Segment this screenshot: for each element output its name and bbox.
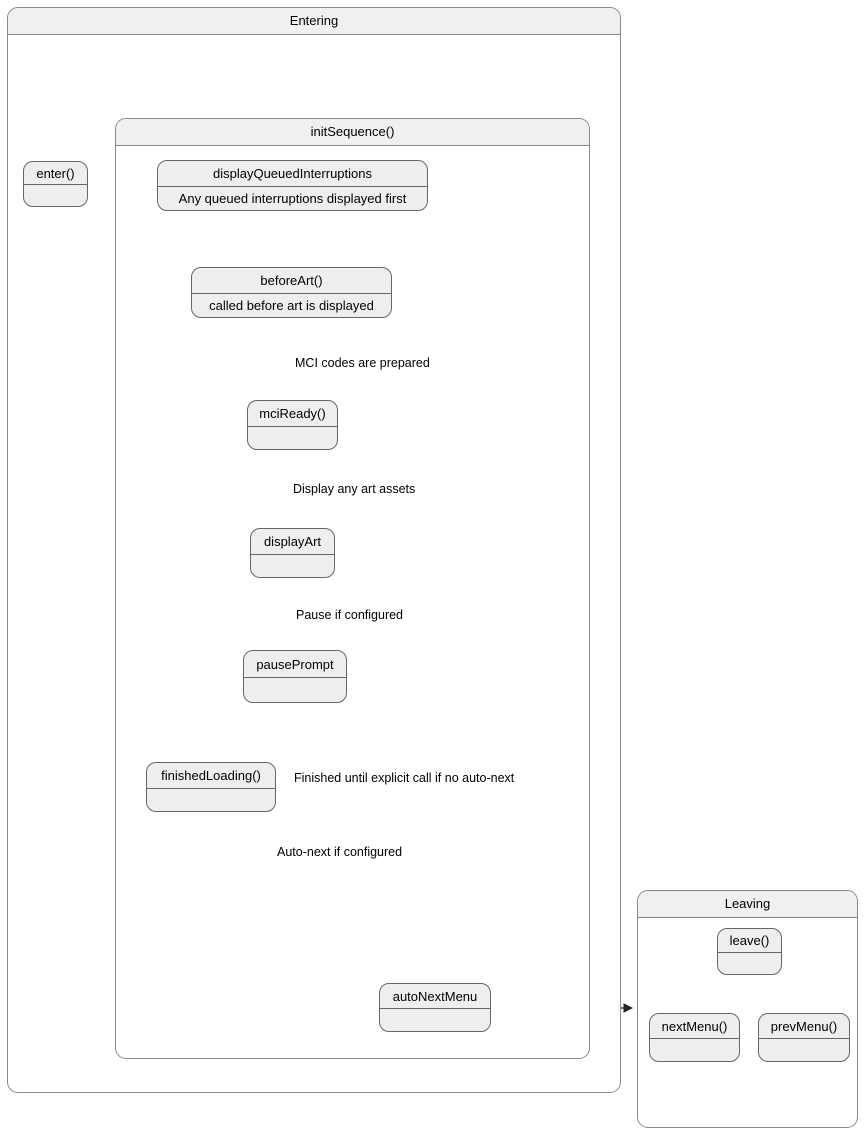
state-display-art[interactable]: displayArt xyxy=(250,528,335,578)
composite-title-entering: Entering xyxy=(8,8,620,35)
edge-label-mci-codes: MCI codes are prepared xyxy=(295,356,430,370)
state-title-prev-menu: prevMenu() xyxy=(759,1014,849,1039)
state-leave[interactable]: leave() xyxy=(717,928,782,975)
state-title-before-art: beforeArt() xyxy=(192,268,391,294)
state-title-mci-ready: mciReady() xyxy=(248,401,337,427)
state-enter[interactable]: enter() xyxy=(23,161,88,207)
state-title-next-menu: nextMenu() xyxy=(650,1014,739,1039)
state-body-finished-loading xyxy=(147,789,275,811)
state-title-enter: enter() xyxy=(24,162,87,185)
edge-label-auto-next: Auto-next if configured xyxy=(277,845,403,859)
state-body-display-art xyxy=(251,555,334,577)
state-title-leave: leave() xyxy=(718,929,781,953)
composite-title-leaving: Leaving xyxy=(638,891,857,918)
state-title-auto-next-menu: autoNextMenu xyxy=(380,984,490,1009)
state-body-display-queued-interruptions: Any queued interruptions displayed first xyxy=(178,191,407,206)
state-finished-loading[interactable]: finishedLoading() xyxy=(146,762,276,812)
state-title-display-art: displayArt xyxy=(251,529,334,555)
state-title-pause-prompt: pausePrompt xyxy=(244,651,346,678)
state-prev-menu[interactable]: prevMenu() xyxy=(758,1013,850,1062)
state-body-pause-prompt xyxy=(244,678,346,702)
state-pause-prompt[interactable]: pausePrompt xyxy=(243,650,347,703)
state-mci-ready[interactable]: mciReady() xyxy=(247,400,338,450)
state-title-finished-loading: finishedLoading() xyxy=(147,763,275,789)
state-auto-next-menu[interactable]: autoNextMenu xyxy=(379,983,491,1032)
edge-label-finished-until: Finished until explicit call if no auto-… xyxy=(294,771,515,785)
state-body-next-menu xyxy=(650,1039,739,1061)
state-body-prev-menu xyxy=(759,1039,849,1061)
edge-label-display-art-assets: Display any art assets xyxy=(293,482,416,496)
state-body-enter xyxy=(24,185,87,206)
composite-state-leaving[interactable]: Leaving xyxy=(637,890,858,1128)
state-body-before-art: called before art is displayed xyxy=(209,298,374,313)
state-title-display-queued-interruptions: displayQueuedInterruptions xyxy=(158,161,427,187)
state-body-mci-ready xyxy=(248,427,337,449)
composite-title-initsequence: initSequence() xyxy=(116,119,589,146)
edge-label-pause-if-configured: Pause if configured xyxy=(296,608,404,622)
state-before-art[interactable]: beforeArt() called before art is display… xyxy=(191,267,392,318)
composite-state-initsequence[interactable]: initSequence() xyxy=(115,118,590,1059)
state-body-leave xyxy=(718,953,781,974)
state-body-auto-next-menu xyxy=(380,1009,490,1031)
state-display-queued-interruptions[interactable]: displayQueuedInterruptions Any queued in… xyxy=(157,160,428,211)
state-next-menu[interactable]: nextMenu() xyxy=(649,1013,740,1062)
